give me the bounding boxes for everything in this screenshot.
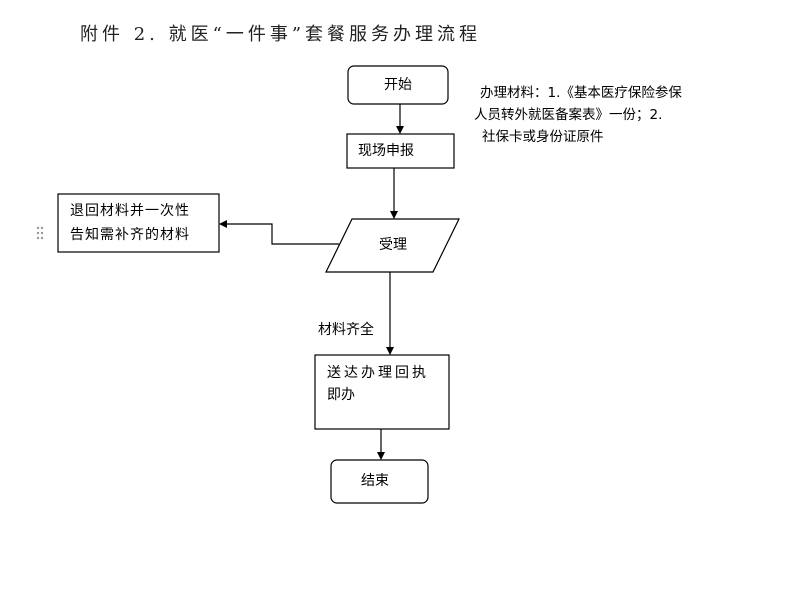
materials-note-line1: 办理材料：1.《基本医疗保险参保 — [480, 85, 682, 101]
deliver-node-shape — [314, 354, 450, 430]
start-node-shape — [347, 65, 449, 105]
drag-handle-icon[interactable] — [36, 226, 44, 242]
deliver-node-label-line1: 送达办理回执 — [327, 365, 429, 381]
materials-note-line3: 社保卡或身份证原件 — [482, 129, 604, 145]
end-node-label: 结束 — [361, 473, 389, 489]
reject-node-label-line2: 告知需补齐的材料 — [70, 227, 190, 243]
materials-note: 办理材料：1.《基本医疗保险参保 人员转外就医备案表》一份；2. 社保卡或身份证… — [474, 82, 682, 148]
reject-node-label-line1: 退回材料并一次性 — [70, 203, 190, 219]
document-title: 附件 2. 就医“一件事”套餐服务办理流程 — [80, 24, 482, 45]
report-node-label: 现场申报 — [358, 143, 414, 159]
materials-note-line2: 人员转外就医备案表》一份；2. — [474, 107, 663, 123]
end-node-shape — [330, 459, 429, 504]
edge-label-complete: 材料齐全 — [318, 322, 374, 338]
report-node-shape — [346, 133, 455, 169]
start-node-label: 开始 — [384, 77, 412, 93]
accept-node-label: 受理 — [379, 237, 407, 253]
accept-node-shape — [325, 218, 460, 273]
edge-accept-to-reject — [219, 220, 339, 245]
deliver-node-label-line2: 即办 — [327, 387, 355, 403]
reject-node-shape — [57, 193, 220, 253]
